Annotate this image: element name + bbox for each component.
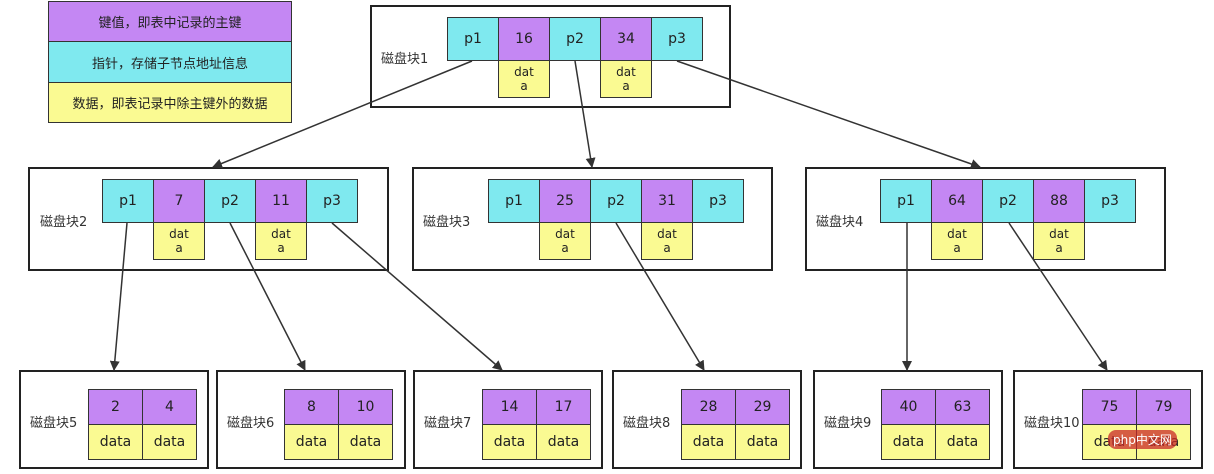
block9-data-1: data bbox=[881, 424, 936, 460]
root-p1: p1 bbox=[447, 17, 499, 61]
block9-data-2: data bbox=[935, 424, 990, 460]
block4-p2: p2 bbox=[982, 179, 1034, 223]
block4-data-2: dat a bbox=[1033, 222, 1085, 260]
root-p2: p2 bbox=[549, 17, 601, 61]
block3-key-25: 25 bbox=[539, 179, 591, 223]
arrow-root-p1-to-block2 bbox=[212, 60, 473, 169]
block7-data-2: data bbox=[536, 424, 591, 460]
arrow-block4-p2-to-block10 bbox=[1008, 222, 1108, 371]
block3-p3: p3 bbox=[692, 179, 744, 223]
watermark: php中文网 bbox=[1108, 430, 1177, 449]
disk-block-6-label: 磁盘块6 bbox=[227, 416, 275, 431]
disk-block-9-label: 磁盘块9 bbox=[824, 416, 872, 431]
block2-data-1: dat a bbox=[153, 222, 205, 260]
block2-key-11: 11 bbox=[255, 179, 307, 223]
legend-key: 键值，即表中记录的主键 bbox=[48, 1, 292, 42]
block4-p1: p1 bbox=[880, 179, 932, 223]
arrow-block2-p3-to-block7 bbox=[331, 222, 503, 371]
block4-data-1: dat a bbox=[931, 222, 983, 260]
disk-block-10-label: 磁盘块10 bbox=[1024, 416, 1080, 431]
disk-block-1-label: 磁盘块1 bbox=[381, 52, 429, 67]
block5-data-1: data bbox=[88, 424, 143, 460]
block2-p1: p1 bbox=[102, 179, 154, 223]
root-data-2: dat a bbox=[600, 60, 652, 98]
block2-data-2: dat a bbox=[255, 222, 307, 260]
disk-block-8-label: 磁盘块8 bbox=[623, 416, 671, 431]
block10-key-79: 79 bbox=[1136, 389, 1191, 425]
arrow-block2-p1-to-block5 bbox=[109, 222, 128, 371]
disk-block-5-label: 磁盘块5 bbox=[30, 416, 78, 431]
block6-data-1: data bbox=[284, 424, 339, 460]
block2-key-7: 7 bbox=[153, 179, 205, 223]
block9-key-40: 40 bbox=[881, 389, 936, 425]
block8-data-2: data bbox=[735, 424, 790, 460]
block5-data-2: data bbox=[142, 424, 197, 460]
disk-block-4-label: 磁盘块4 bbox=[816, 215, 864, 230]
arrow-block2-p2-to-block6 bbox=[229, 222, 306, 371]
block7-key-17: 17 bbox=[536, 389, 591, 425]
legend-data: 数据，即表记录中除主键外的数据 bbox=[48, 82, 292, 123]
block8-key-28: 28 bbox=[681, 389, 736, 425]
block4-key-64: 64 bbox=[931, 179, 983, 223]
block6-data-2: data bbox=[338, 424, 393, 460]
block6-key-8: 8 bbox=[284, 389, 339, 425]
legend-data-label: 数据，即表记录中除主键外的数据 bbox=[72, 97, 268, 112]
block5-key-2: 2 bbox=[88, 389, 143, 425]
disk-block-7-label: 磁盘块7 bbox=[424, 416, 472, 431]
legend-pointer-label: 指针，存储子节点地址信息 bbox=[91, 56, 248, 72]
root-data-1: dat a bbox=[498, 60, 550, 98]
block4-p3: p3 bbox=[1084, 179, 1136, 223]
block3-data-1: dat a bbox=[539, 222, 591, 260]
disk-block-3-label: 磁盘块3 bbox=[423, 215, 471, 230]
block2-p3: p3 bbox=[306, 179, 358, 223]
arrow-block3-p2-to-block8 bbox=[615, 222, 705, 371]
block2-p2: p2 bbox=[204, 179, 256, 223]
block3-data-2: dat a bbox=[641, 222, 693, 260]
root-p3: p3 bbox=[651, 17, 703, 61]
disk-block-2-label: 磁盘块2 bbox=[40, 215, 88, 230]
legend-key-label: 键值，即表中记录的主键 bbox=[98, 16, 242, 31]
arrow-root-p3-to-block4 bbox=[676, 60, 981, 169]
arrow-root-p2-to-block3 bbox=[574, 60, 596, 168]
block3-p2: p2 bbox=[590, 179, 642, 223]
